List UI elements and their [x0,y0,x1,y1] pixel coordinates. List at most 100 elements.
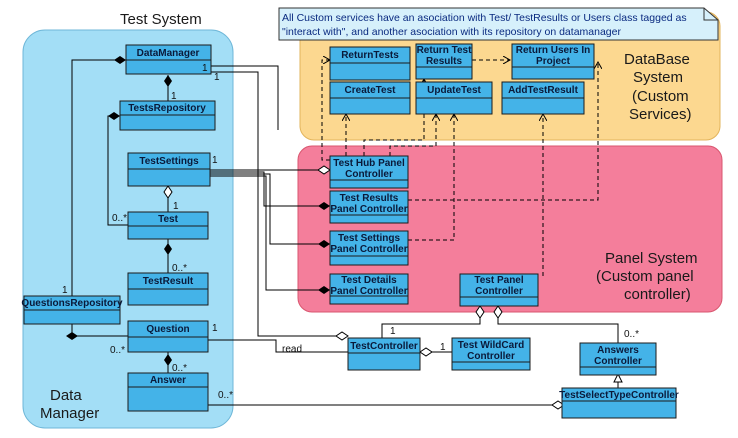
class-testselecttype[interactable]: TestSelectTypeController [559,387,679,419]
diamond-datamanager-questionsrepository [114,56,126,64]
note-box [278,7,719,41]
diamond-testpanel-right [493,305,503,319]
mult-answer-many2: 0..* [218,390,233,401]
panel-title-line3: controller) [624,286,691,303]
database-title-line4: Services) [629,106,692,123]
mult-answerscontroller-many: 0..* [624,329,639,340]
class-test[interactable]: Test [127,211,209,240]
class-testhubpanel-name-2: Controller [345,169,393,180]
class-testpanel[interactable]: Test Panel Controller [459,273,539,307]
class-answerscontroller-name-1: Answers [597,345,639,356]
test-system-title: Test System [120,11,202,28]
class-returntests[interactable]: ReturnTests [329,46,411,81]
diamond-test-testresult [164,243,172,255]
mult-wildcard-1: 1 [440,342,446,353]
panel-title-line1: Panel System [605,250,698,267]
class-returnusers-name-1: Return Users In [516,45,590,56]
mult-datamanager-2: 1 [214,72,220,83]
class-questionsrepository-name: QuestionsRepository [21,298,123,309]
diamond-question-answer [164,354,172,366]
diamond-testcontroller-open [335,331,349,341]
class-testwildcard[interactable]: Test WildCard Controller [451,337,531,371]
database-title-line1: DataBase [624,51,690,68]
class-testresultspanel-name-1: Test Results [340,193,399,204]
edge-datamanager-testcontroller [211,71,338,337]
mult-testcontroller-1: 1 [390,326,396,337]
note-line1: All Custom services have an asociation w… [282,12,687,24]
mult-test-many: 0..* [112,213,127,224]
class-datamanager[interactable]: DataManager [125,44,212,75]
class-testresultspanel[interactable]: Test Results Panel Controller [329,190,409,224]
class-testresult[interactable]: TestResult [127,272,209,306]
class-testdetailspanel[interactable]: Test Details Panel Controller [329,273,409,305]
mult-answer-many: 0..* [172,363,187,374]
class-questionsrepository[interactable]: QuestionsRepository [21,295,123,325]
dash-testsettings-updatetest [408,114,454,241]
diamond-testresults-panel [318,202,330,210]
class-testsettings[interactable]: TestSettings [127,152,211,187]
data-manager-title-line1: Data [50,387,82,404]
class-testresult-name: TestResult [143,276,194,287]
class-testdetailspanel-name-2: Panel Controller [330,286,407,297]
class-testsettingspanel-name-1: Test Settings [338,233,400,244]
class-test-name: Test [158,214,178,225]
edge-question-testcontroller [208,339,348,353]
class-datamanager-name: DataManager [137,48,200,59]
class-answerscontroller[interactable]: Answers Controller [579,342,657,376]
class-answer-name: Answer [150,375,186,386]
database-title-line2: System [633,69,683,86]
class-question[interactable]: Question [127,320,209,353]
edge-datamanager-returntests [211,65,279,130]
diamond-testdetails-panel [318,286,330,294]
class-testhubpanel[interactable]: Test Hub Panel Controller [329,155,409,189]
triangle-inheritance [613,372,623,383]
class-answer[interactable]: Answer [127,372,209,412]
class-testcontroller[interactable]: TestController [347,337,421,371]
class-createtest[interactable]: CreateTest [329,81,411,115]
class-returnusers[interactable]: Return Users In Project [511,43,595,80]
diamond-testhub-open [317,165,331,175]
class-testsettings-name: TestSettings [139,156,199,167]
diamond-testsettings-panel [318,240,330,248]
mult-testresult-many: 0..* [172,263,187,274]
data-manager-title-line2: Manager [40,405,99,422]
class-returnusers-name-2: Project [536,56,571,67]
diamond-datamanager-testsrepository [164,75,172,87]
class-testsettingspanel[interactable]: Test Settings Panel Controller [329,230,409,266]
diamond-questionsrepository-question [66,332,78,340]
class-testsettingspanel-name-2: Panel Controller [330,244,407,255]
note-line2: "interact with", and another asociation … [282,26,621,38]
edge-testsettings-testresults-panel [210,171,330,207]
diamond-answer-testselecttype [551,400,565,410]
note-fold [703,8,718,21]
edge-datamanager-questionsrepository [71,59,126,297]
class-testwildcard-name-1: Test WildCard [458,340,524,351]
mult-test-1: 1 [173,201,179,212]
label-read: read [282,344,302,355]
class-updatetest-name: UpdateTest [427,85,481,96]
class-testcontroller-name: TestController [350,341,418,352]
database-title-line3: (Custom [632,88,689,105]
class-testhubpanel-name-1: Test Hub Panel [333,158,405,169]
panel-title-line2: (Custom panel [596,268,694,285]
class-addtestresult[interactable]: AddTestResult [501,81,585,115]
class-testdetailspanel-name-1: Test Details [341,275,397,286]
class-answerscontroller-name-2: Controller [594,356,642,367]
mult-question-many: 0..* [110,345,125,356]
class-testpanel-name-1: Test Panel [474,275,523,286]
class-returntestresults-name-1: Return Test [417,45,472,56]
diamond-testsrepository-test [108,112,120,120]
class-testresultspanel-name-2: Panel Controller [330,204,407,215]
dash-testhub-createtest-up [389,114,436,156]
class-testsrepository-name: TestsRepository [128,103,206,114]
class-testsrepository[interactable]: TestsRepository [119,100,216,131]
class-testpanel-name-2: Controller [475,286,523,297]
dash-testresults-returnusers [408,62,598,201]
class-updatetest[interactable]: UpdateTest [415,81,493,115]
edge-testsettings-testsettings-panel [210,173,330,245]
class-testselecttype-name: TestSelectTypeController [559,390,679,401]
class-returntestresults[interactable]: Return Test Results [415,43,473,80]
mult-question-1: 1 [212,323,218,334]
edge-testsettings-testdetails-panel [210,175,330,291]
